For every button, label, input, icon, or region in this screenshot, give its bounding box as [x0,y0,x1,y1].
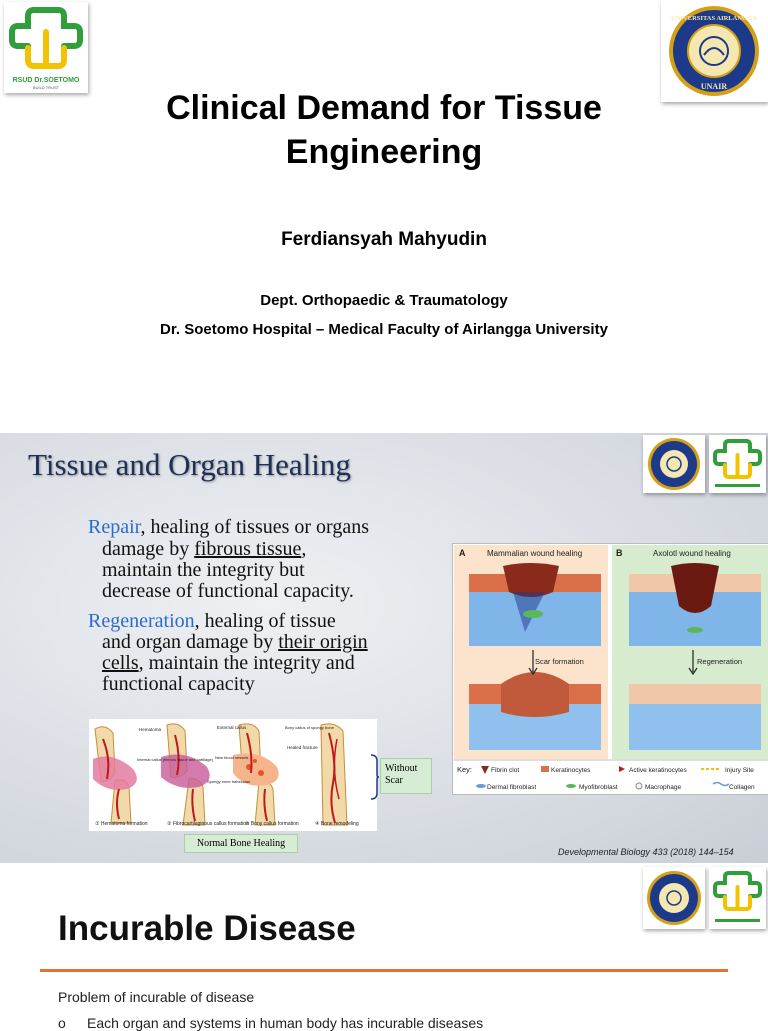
rsud-soetomo-logo: RSUD Dr.SOETOMO BUILD TRUST [4,2,88,93]
svg-text:③ Bony callus formation: ③ Bony callus formation [245,821,299,827]
without-scar-label: Without Scar [380,758,432,794]
citation: Developmental Biology 433 (2018) 144–154 [558,847,734,857]
slide-title: Incurable Disease [58,909,356,948]
svg-text:Spongy bone trabeculae: Spongy bone trabeculae [207,779,251,784]
svg-text:② Fibrocartilaginous callus fo: ② Fibrocartilaginous callus formation [167,821,249,827]
svg-text:UNAIR: UNAIR [701,82,727,91]
svg-text:Fibrin clot: Fibrin clot [491,767,519,774]
repair-text-2c: , [301,538,307,560]
bullet-item: o Each organ and systems in human body ha… [58,1015,483,1031]
svg-text:Myofibroblast: Myofibroblast [579,784,618,791]
wound-healing-figure: A Mammalian wound healing B Axolotl woun… [452,543,768,795]
svg-text:Hematoma: Hematoma [139,727,162,732]
rsud-logo-small [709,435,766,493]
regen-line2: and organ damage by their origin [102,632,368,653]
svg-text:BUILD TRUST: BUILD TRUST [33,85,60,90]
bone-healing-caption: Normal Bone Healing [184,834,298,853]
title-divider [40,969,728,972]
svg-text:Dermal fibroblast: Dermal fibroblast [487,784,536,791]
healing-slide: Tissue and Organ Healing Repair, healing… [0,433,768,863]
regen-text-1: , healing of tissue [194,610,336,632]
regeneration-term: Regeneration [88,610,195,632]
incurable-slide: Incurable Disease Problem of incurable o… [0,865,768,1031]
title-slide: RSUD Dr.SOETOMO BUILD TRUST UNIVERSITAS … [0,0,768,432]
repair-text-1: , healing of tissues or organs [140,516,370,538]
repair-line3: maintain the integrity but [102,559,305,581]
svg-text:B: B [616,548,623,558]
bracket-icon [370,754,380,800]
regen-text-2a: and organ damage by [102,631,279,653]
intro-text: Problem of incurable of disease [58,989,255,1005]
regen-line3: cells, maintain the integrity and [102,653,355,674]
svg-text:Macrophage: Macrophage [645,784,682,791]
svg-text:① Hematoma formation: ① Hematoma formation [95,821,148,827]
regen-text-3a: cells [102,652,139,674]
repair-line4: decrease of functional capacity. [102,580,354,602]
svg-text:Bony callus of spongy bone: Bony callus of spongy bone [285,725,335,730]
svg-text:Key:: Key: [457,765,472,774]
bullet-marker: o [58,1015,66,1031]
svg-text:New blood vessels: New blood vessels [215,755,248,760]
repair-line2: damage by fibrous tissue, [102,539,306,560]
author-name: Ferdiansyah Mahyudin [281,229,487,250]
svg-text:UNIVERSITAS AIRLANGGA: UNIVERSITAS AIRLANGGA [671,15,757,22]
svg-text:A: A [459,548,466,558]
repair-line1: Repair, healing of tissues or organs [88,517,369,538]
svg-text:Internal callus (fibrous tissu: Internal callus (fibrous tissue and cart… [137,757,214,762]
svg-text:RSUD Dr.SOETOMO: RSUD Dr.SOETOMO [13,77,80,84]
bone-healing-figure: Hematoma Internal callus (fibrous tissue… [89,719,377,831]
svg-text:Regeneration: Regeneration [697,657,742,666]
svg-text:External callus: External callus [217,725,247,730]
regen-line4: functional capacity [102,673,255,695]
svg-text:Collagen: Collagen [729,784,755,791]
slide-title: Tissue and Organ Healing [28,447,351,482]
svg-text:Keratinocytes: Keratinocytes [551,767,591,774]
department: Dept. Orthopaedic & Traumatology [260,292,508,309]
regen-line1: Regeneration, healing of tissue [88,611,336,632]
institution: Dr. Soetomo Hospital – Medical Faculty o… [160,321,608,338]
svg-text:Scar formation: Scar formation [535,657,584,666]
svg-text:Axolotl wound healing: Axolotl wound healing [653,549,731,558]
svg-text:Active keratinocytes: Active keratinocytes [629,767,688,774]
repair-text-2b: fibrous tissue [194,538,302,560]
svg-text:Healed fracture: Healed fracture [287,745,318,750]
svg-text:Injury Site: Injury Site [725,767,754,774]
svg-text:Mammalian wound healing: Mammalian wound healing [487,549,582,558]
regen-text-3b: , maintain the integrity and [138,652,355,674]
unair-logo-small-2 [643,867,705,929]
unair-logo-small [643,435,705,493]
rsud-logo-small-2 [709,867,766,929]
bullet-text: Each organ and systems in human body has… [87,1015,484,1031]
repair-text-2a: damage by [102,538,195,560]
unair-logo: UNIVERSITAS AIRLANGGA UNAIR [661,0,768,102]
svg-text:④ Bone remodeling: ④ Bone remodeling [315,821,359,827]
regen-text-2b: their origin [278,631,368,653]
repair-term: Repair [88,516,141,538]
presentation-title: Clinical Demand for Tissue Engineering [166,89,602,171]
